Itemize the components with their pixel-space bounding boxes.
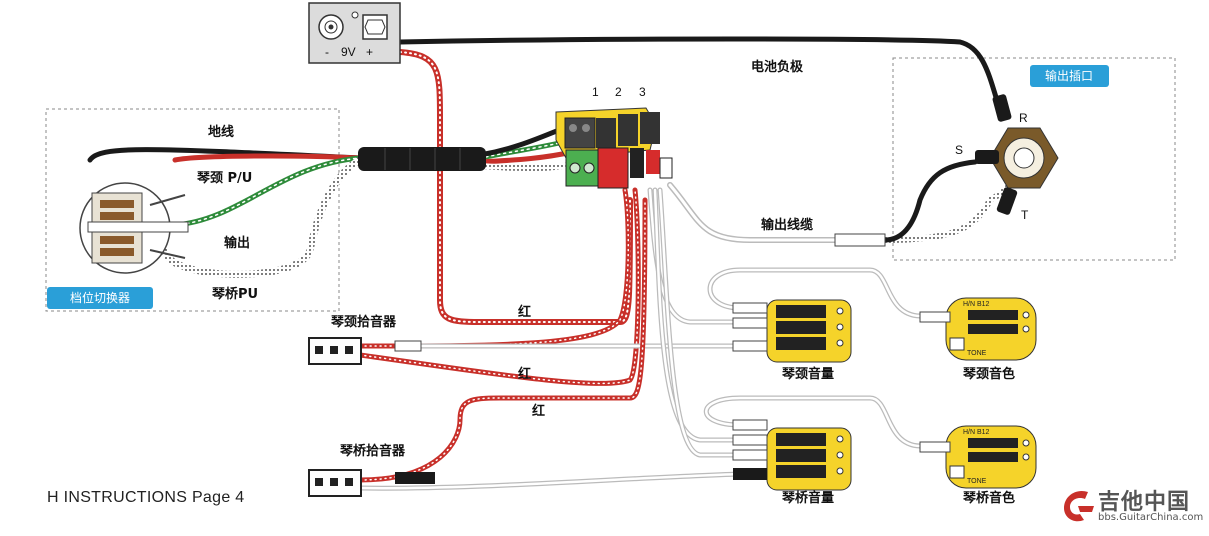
output-cable-label: 输出线缆 bbox=[761, 217, 813, 233]
bridge-volume-pot bbox=[732, 419, 852, 491]
battery-9v: - 9V + bbox=[308, 2, 401, 64]
jack-r-label: R bbox=[1019, 111, 1028, 125]
bridge-pickup-connector bbox=[308, 469, 435, 497]
guitar-logo-icon bbox=[1064, 490, 1094, 522]
output-label: 输出 bbox=[224, 235, 250, 251]
battery-positive-terminal bbox=[362, 14, 388, 40]
neck-pickup-connector bbox=[308, 337, 422, 365]
output-jack-badge: 输出插口 bbox=[1030, 65, 1109, 87]
output-jack bbox=[975, 94, 1059, 215]
neck-pu-label: 琴颈 P/U bbox=[197, 170, 252, 186]
red-wire-label-3: 红 bbox=[532, 403, 545, 419]
neck-tone-label: 琴颈音色 bbox=[963, 366, 1015, 382]
pin-3-label: 3 bbox=[639, 85, 646, 99]
bridge-pu-label: 琴桥PU bbox=[212, 286, 258, 302]
neck-tone-board: H/N B12 TONE bbox=[919, 297, 1037, 361]
battery-voltage-label: 9V bbox=[341, 45, 356, 59]
watermark-title: 吉他中国 bbox=[1098, 490, 1191, 515]
output-jack-box bbox=[892, 57, 1176, 261]
battery-plus-label: + bbox=[366, 45, 373, 59]
screw-terminal-black bbox=[564, 117, 596, 149]
neck-tone-word: TONE bbox=[967, 350, 987, 357]
pin-1-label: 1 bbox=[592, 85, 599, 99]
red-wire-label-1: 红 bbox=[518, 304, 531, 320]
red-wire-label-2: 红 bbox=[518, 366, 531, 382]
terminal-board bbox=[555, 107, 673, 189]
selector-switch-badge-text: 档位切换器 bbox=[70, 290, 130, 305]
ground-label: 地线 bbox=[208, 124, 234, 140]
bridge-tone-word: TONE bbox=[967, 478, 987, 485]
selector-switch bbox=[79, 182, 189, 274]
pin-2-label: 2 bbox=[615, 85, 622, 99]
bridge-tone-code: H/N B12 bbox=[963, 429, 990, 436]
battery-minus-label: - bbox=[325, 45, 329, 59]
watermark: 吉他中国 bbs.GuitarChina.com bbox=[1058, 484, 1203, 528]
page-footer: H INSTRUCTIONS Page 4 bbox=[47, 489, 245, 506]
jack-t-label: T bbox=[1021, 208, 1029, 222]
output-jack-badge-text: 输出插口 bbox=[1045, 68, 1093, 83]
harness-sleeve bbox=[358, 147, 486, 171]
jack-s-label: S bbox=[955, 143, 963, 157]
output-cable-plug bbox=[834, 233, 886, 247]
bridge-tone-board: H/N B12 TONE bbox=[919, 425, 1037, 489]
neck-volume-pot bbox=[732, 299, 852, 363]
watermark-url: bbs.GuitarChina.com bbox=[1098, 512, 1204, 523]
selector-switch-badge: 档位切换器 bbox=[47, 287, 153, 309]
bridge-pickup-label: 琴桥拾音器 bbox=[340, 443, 406, 459]
neck-volume-label: 琴颈音量 bbox=[782, 366, 834, 382]
wires bbox=[87, 36, 1018, 491]
neck-pickup-label: 琴颈拾音器 bbox=[331, 314, 397, 330]
neck-tone-code: H/N B12 bbox=[963, 301, 990, 308]
red-connector bbox=[597, 147, 629, 189]
bridge-tone-label: 琴桥音色 bbox=[963, 490, 1015, 506]
selector-switch-box bbox=[45, 108, 340, 312]
bridge-volume-label: 琴桥音量 bbox=[782, 490, 834, 506]
battery-negative-label: 电池负极 bbox=[751, 59, 804, 75]
